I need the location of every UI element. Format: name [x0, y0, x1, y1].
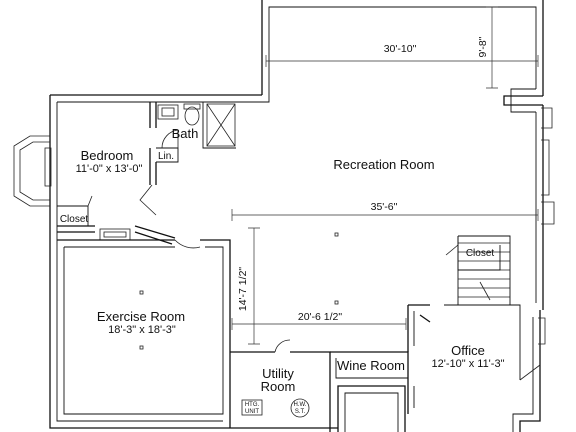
- exercise-room-name: Exercise Room: [97, 309, 185, 324]
- interior-walls: [57, 102, 541, 432]
- hw-label-2: S.T.: [295, 409, 306, 415]
- utility-room-name-2: Room: [261, 379, 296, 394]
- exercise-room-size: 18'-3" x 18'-3": [108, 324, 176, 336]
- htg-unit: HTG. UNIT: [241, 399, 263, 416]
- dim-top-width: 30'-10": [384, 43, 417, 55]
- dim-rec-width: 35'-6": [371, 201, 398, 213]
- bath-name: Bath: [172, 126, 199, 141]
- office-size: 12'-10" x 11'-3": [432, 358, 505, 370]
- bedroom-closet-name: Closet: [60, 214, 89, 225]
- room-labels: Bedroom 11'-0" x 13'-0" Bath Lin. Closet…: [60, 126, 505, 394]
- windows: [13, 107, 555, 345]
- wine-room-name: Wine Room: [337, 358, 405, 373]
- office-name: Office: [451, 343, 485, 358]
- htg-label-1: HTG.: [245, 402, 260, 408]
- linen-name: Lin.: [158, 151, 174, 162]
- stair-closet-name: Closet: [466, 248, 495, 259]
- dimension-labels: 30'-10" 9'-8" 35'-6" 14'-7 1/2" 20'-6 1/…: [237, 36, 489, 323]
- hw-label-1: H.W.: [294, 402, 307, 408]
- dim-lower-width: 20'-6 1/2": [298, 311, 343, 323]
- bedroom-name: Bedroom: [81, 148, 134, 163]
- htg-label-2: UNIT: [245, 409, 259, 415]
- bedroom-size: 11'-0" x 13'-0": [76, 163, 143, 175]
- ceiling-lights: [139, 232, 339, 350]
- dimension-lines: [231, 6, 539, 345]
- dim-rec-depth: 14'-7 1/2": [237, 267, 249, 312]
- utility-room-name-1: Utility: [262, 366, 294, 381]
- recreation-room-name: Recreation Room: [333, 157, 434, 172]
- hw-tank: H.W. S.T.: [290, 398, 310, 418]
- dim-top-depth: 9'-8": [477, 36, 489, 57]
